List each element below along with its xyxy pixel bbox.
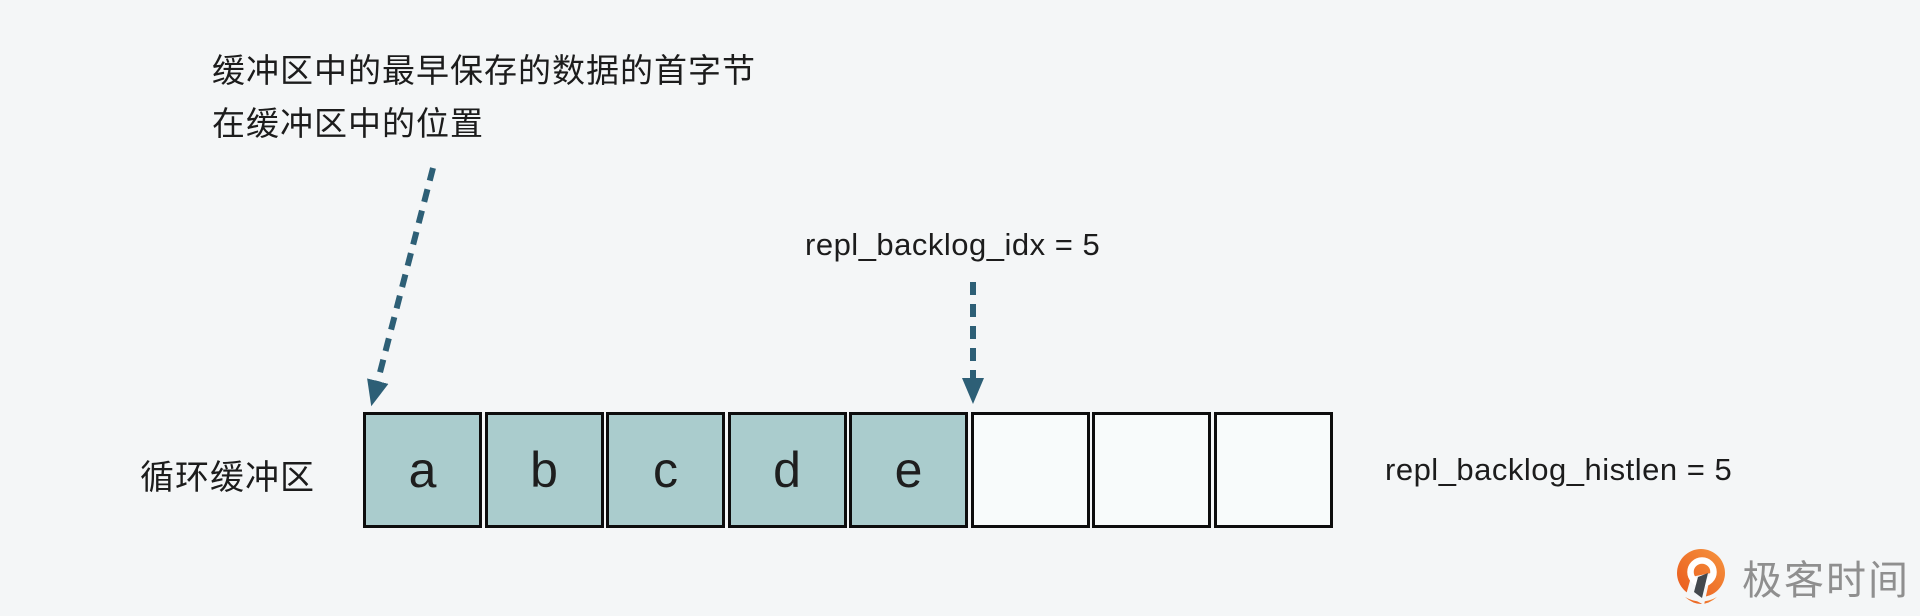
buffer-cell-filled: b [484,412,604,528]
buffer-cell-empty [1092,412,1211,528]
annotation-line1: 缓冲区中的最早保存的数据的首字节 [212,52,756,89]
oldest-data-annotation: 缓冲区中的最早保存的数据的首字节 在缓冲区中的位置 [212,44,756,150]
buffer-cell-filled: a [363,412,482,528]
repl-backlog-idx-label: repl_backlog_idx = 5 [805,227,1101,262]
buffer-cell-empty [970,412,1090,528]
buffer-cell-filled: c [606,412,725,528]
buffer-cell-empty [1213,412,1333,528]
geektime-pin-icon [1677,549,1725,605]
geektime-logo: 极客时间 [1672,548,1910,606]
dashed-arrow-to-oldest-byte [367,167,436,407]
annotation-line2: 在缓冲区中的位置 [212,105,484,142]
buffer-cell-filled: e [849,412,968,528]
circular-buffer-label: 循环缓冲区 [140,459,315,497]
geektime-logo-text: 极客时间 [1742,559,1910,603]
buffer-cell-filled: d [727,412,847,528]
repl-backlog-histlen-label: repl_backlog_histlen = 5 [1385,452,1733,487]
